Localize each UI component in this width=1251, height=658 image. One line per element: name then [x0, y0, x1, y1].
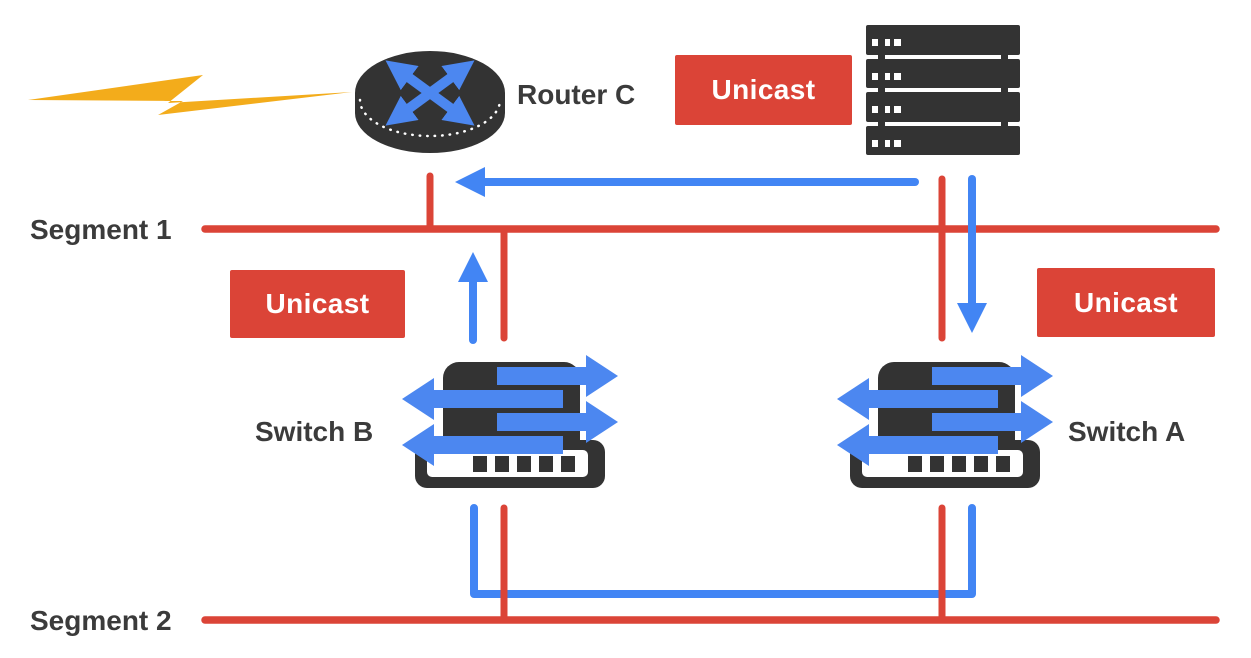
segment1-label: Segment 1 [30, 214, 172, 245]
server-unit [866, 125, 1020, 155]
unicast-flow-switchb-to-switcha [470, 504, 976, 598]
switch-arrow-left-icon [835, 355, 1055, 490]
switch-arrow-right-icon [400, 355, 620, 490]
switch-arrow-right-icon [835, 355, 1055, 490]
switch-b-icon [400, 355, 620, 490]
switch-arrow-left-icon [400, 355, 620, 490]
server-rail [1001, 25, 1008, 155]
unicast-badge-label: Unicast [1074, 286, 1178, 318]
server-unit [866, 58, 1020, 88]
unicast-badge-right: Unicast [1037, 268, 1215, 337]
switch-a-label: Switch A [1068, 416, 1186, 447]
switch-arrow-right-icon [400, 355, 620, 490]
switch-b-label: Switch B [255, 416, 374, 447]
unicast-badge-top: Unicast [675, 55, 852, 125]
server-unit [866, 92, 1020, 122]
server-stack-icon [866, 25, 1020, 155]
segment2-label: Segment 2 [30, 605, 172, 636]
switch-port-panel [862, 450, 1023, 477]
unicast-badge-left: Unicast [230, 270, 405, 338]
switch-arrow-left-icon [400, 355, 620, 490]
switch-arrow-left-icon [835, 355, 1055, 490]
switch-a-icon [835, 355, 1055, 490]
unicast-badge-label: Unicast [711, 74, 816, 105]
lightning-bolt-icon [28, 75, 352, 115]
switch-arrow-right-icon [835, 355, 1055, 490]
router-c-label: Router C [517, 79, 636, 110]
unicast-badge-label: Unicast [265, 288, 370, 319]
switch-port-panel [427, 450, 588, 477]
server-unit [866, 25, 1020, 55]
server-rail [878, 25, 885, 155]
unicast-flow-server-down-to-switcha [957, 175, 987, 333]
unicast-flow-switchb-up-to-segment1 [458, 252, 488, 344]
router-icon [355, 51, 505, 153]
unicast-flow-server-to-routerc [455, 167, 919, 197]
